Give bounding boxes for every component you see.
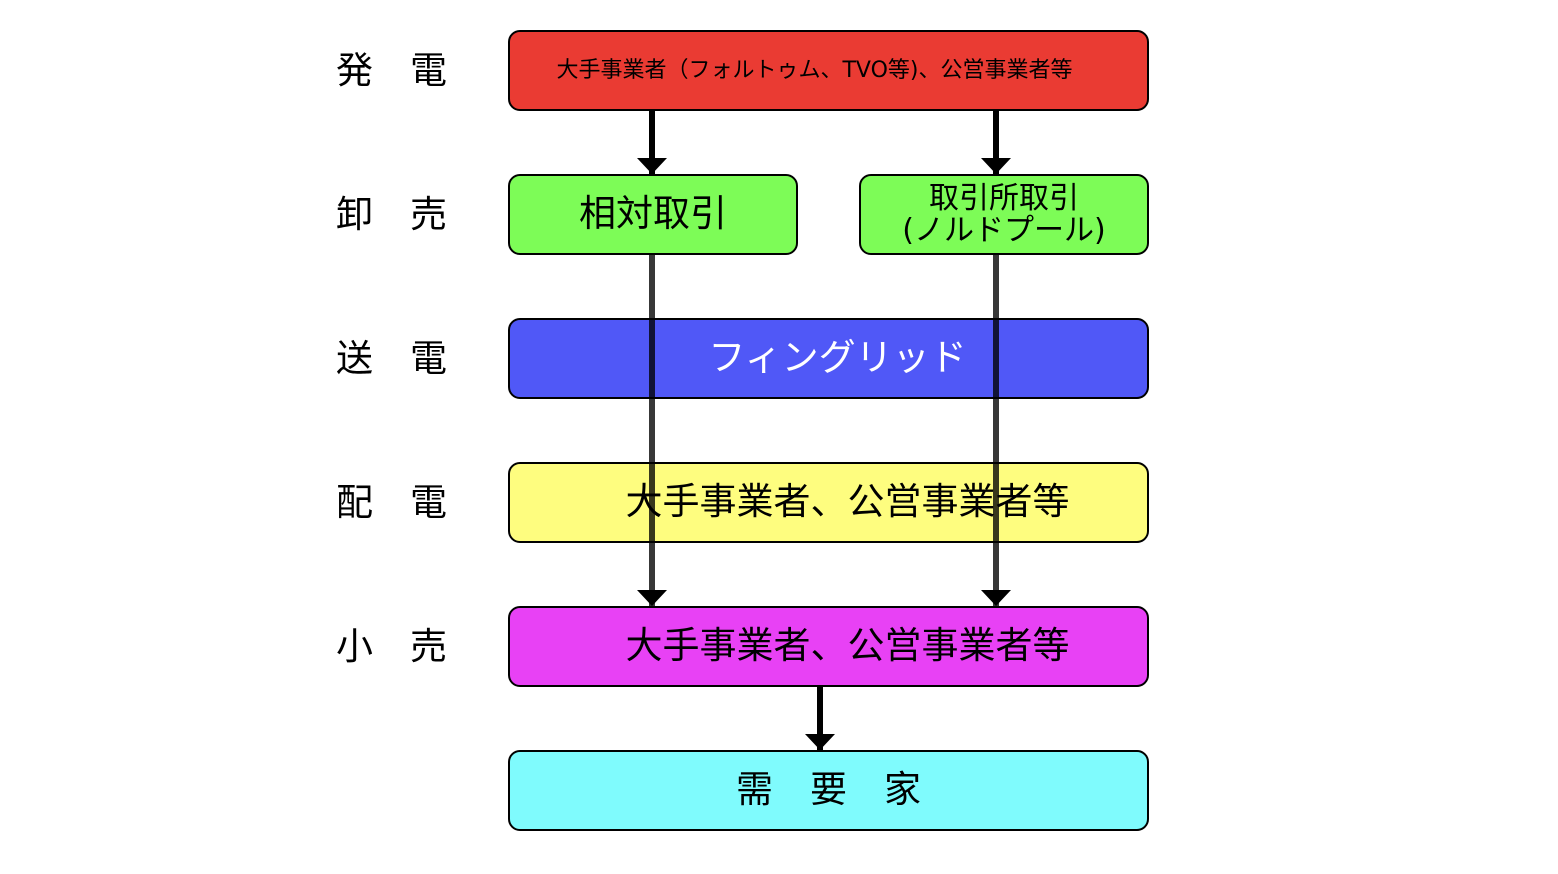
consumers-box: 需 要 家 — [508, 750, 1149, 831]
exchange-trading-label: 取引所取引 — [929, 181, 1079, 216]
arrowhead-retail-right — [981, 590, 1011, 606]
bilateral-trading-box: 相対取引 — [508, 174, 798, 255]
distribution-box-label: 大手事業者、公営事業者等 — [625, 480, 1070, 524]
stage-label-generation: 発 電 — [336, 49, 447, 92]
consumers-box-label: 需 要 家 — [736, 768, 921, 812]
arrowhead-consumers — [805, 734, 835, 750]
generation-box: 大手事業者（フォルトゥム、TVO等)、公営事業者等 — [508, 30, 1149, 111]
stage-label-transmission: 送 電 — [336, 337, 447, 380]
distribution-box: 大手事業者、公営事業者等 — [508, 462, 1149, 543]
arrowhead-exchange — [981, 158, 1011, 174]
stage-label-distribution: 配 電 — [336, 481, 447, 524]
transmission-box: フィングリッド — [508, 318, 1149, 399]
exchange-trading-sublabel: (ノルドプール) — [902, 212, 1106, 248]
stage-label-retail: 小 売 — [336, 625, 447, 668]
generation-box-label: 大手事業者（フォルトゥム、TVO等)、公営事業者等 — [556, 57, 1073, 83]
retail-box: 大手事業者、公営事業者等 — [508, 606, 1149, 687]
bilateral-trading-label: 相対取引 — [579, 192, 727, 236]
transmission-box-label: フィングリッド — [708, 336, 967, 380]
stage-label-wholesale: 卸 売 — [336, 193, 447, 236]
exchange-trading-box: 取引所取引 (ノルドプール) — [859, 174, 1149, 255]
arrowhead-bilateral — [637, 158, 667, 174]
arrowhead-retail-left — [637, 590, 667, 606]
retail-box-label: 大手事業者、公営事業者等 — [625, 624, 1070, 668]
